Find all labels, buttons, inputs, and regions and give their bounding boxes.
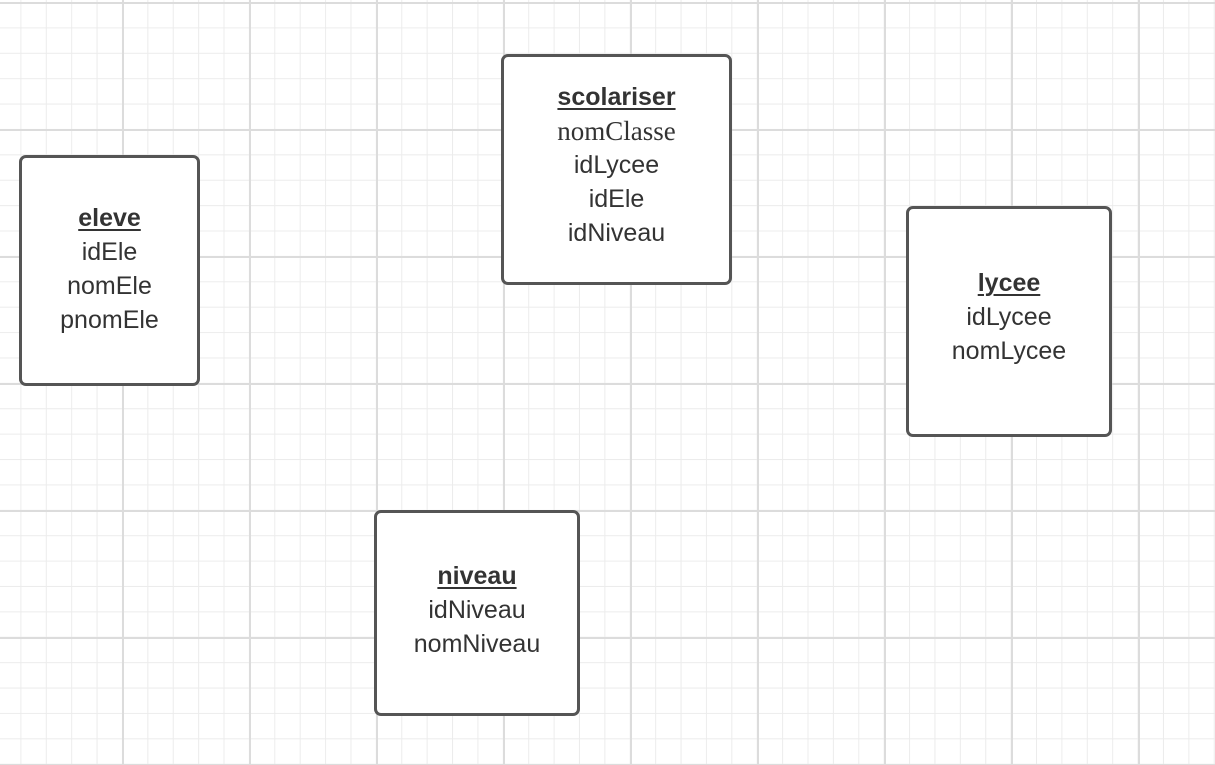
entity-attribute: nomEle [67, 272, 152, 300]
entity-lycee[interactable]: lycee idLycee nomLycee [906, 206, 1112, 437]
entity-attribute: idEle [81, 238, 138, 266]
entity-title: eleve [78, 204, 141, 232]
entity-attribute: idLycee [573, 151, 660, 179]
entity-attribute: idEle [588, 185, 645, 213]
entity-title: lycee [977, 269, 1041, 297]
entity-attribute: nomLycee [951, 337, 1067, 365]
entity-attribute: nomNiveau [413, 630, 541, 658]
entity-title: scolariser [557, 83, 676, 111]
entity-scolariser[interactable]: scolariser nomClasse idLycee idEle idNiv… [501, 54, 732, 285]
entity-eleve[interactable]: eleve idEle nomEle pnomEle [19, 155, 200, 386]
entity-attribute: idNiveau [567, 219, 666, 247]
entity-title: niveau [437, 562, 517, 590]
entity-attribute: nomClasse [557, 116, 676, 146]
entity-attribute: idLycee [966, 303, 1052, 331]
entity-attribute: idNiveau [428, 596, 526, 624]
entity-niveau[interactable]: niveau idNiveau nomNiveau [374, 510, 580, 716]
entity-attribute: pnomEle [60, 306, 159, 334]
